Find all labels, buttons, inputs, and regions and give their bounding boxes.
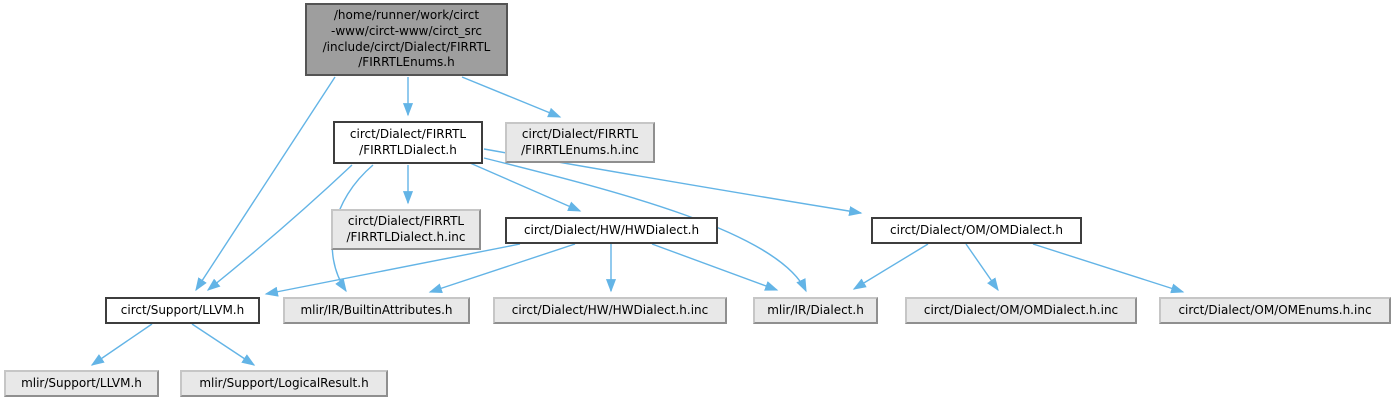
edge-circt-llvm-h-logical-result-h [191,323,256,366]
graph-node-mlir-support-logical-result-h: mlir/Support/LogicalResult.h [180,370,388,397]
graph-node-mlir-builtin-attributes-h: mlir/IR/BuiltinAttributes.h [283,297,470,324]
graph-node-mlir-ir-dialect-h: mlir/IR/Dialect.h [753,297,878,324]
graph-node-om-dialect-h-inc: circt/Dialect/OM/OMDialect.h.inc [905,297,1137,324]
edge-om-dialect-h-om-dialect-inc [965,243,999,292]
graph-node-root-firrtl-enums-h: /home/runner/work/circt -www/circt-www/c… [305,3,508,76]
edge-om-dialect-h-om-enums-inc [1032,243,1185,294]
graph-node-mlir-support-llvm-h: mlir/Support/LLVM.h [4,370,159,397]
graph-node-firrtl-dialect-h[interactable]: circt/Dialect/FIRRTL /FIRRTLDialect.h [333,121,483,164]
graph-node-hw-dialect-h[interactable]: circt/Dialect/HW/HWDialect.h [505,217,718,244]
edge-root-firrtl-enums-inc [461,76,562,118]
edge-circt-llvm-h-mlir-llvm-h [90,323,153,366]
edge-firrtl-dialect-h-hw-dialect-h [469,162,582,212]
edge-firrtl-dialect-h-mlir-dialect-h [483,157,807,293]
graph-node-hw-dialect-h-inc: circt/Dialect/HW/HWDialect.h.inc [493,297,727,324]
graph-node-firrtl-dialect-h-inc: circt/Dialect/FIRRTL /FIRRTLDialect.h.in… [331,209,481,250]
edge-hw-dialect-h-builtin-attributes-h [428,243,576,294]
edge-om-dialect-h-mlir-dialect-h [852,243,929,290]
edge-root-circt-llvm-h [195,76,336,292]
graph-node-circt-support-llvm-h[interactable]: circt/Support/LLVM.h [105,297,260,324]
graph-node-om-dialect-h[interactable]: circt/Dialect/OM/OMDialect.h [871,217,1082,244]
edge-hw-dialect-h-mlir-dialect-h [651,243,779,291]
edge-hw-dialect-h-circt-llvm-h [264,243,521,297]
edge-firrtl-dialect-h-circt-llvm-h [206,164,353,291]
graph-node-om-enums-h-inc: circt/Dialect/OM/OMEnums.h.inc [1159,297,1391,324]
graph-node-firrtl-enums-h-inc: circt/Dialect/FIRRTL /FIRRTLEnums.h.inc [505,122,655,163]
